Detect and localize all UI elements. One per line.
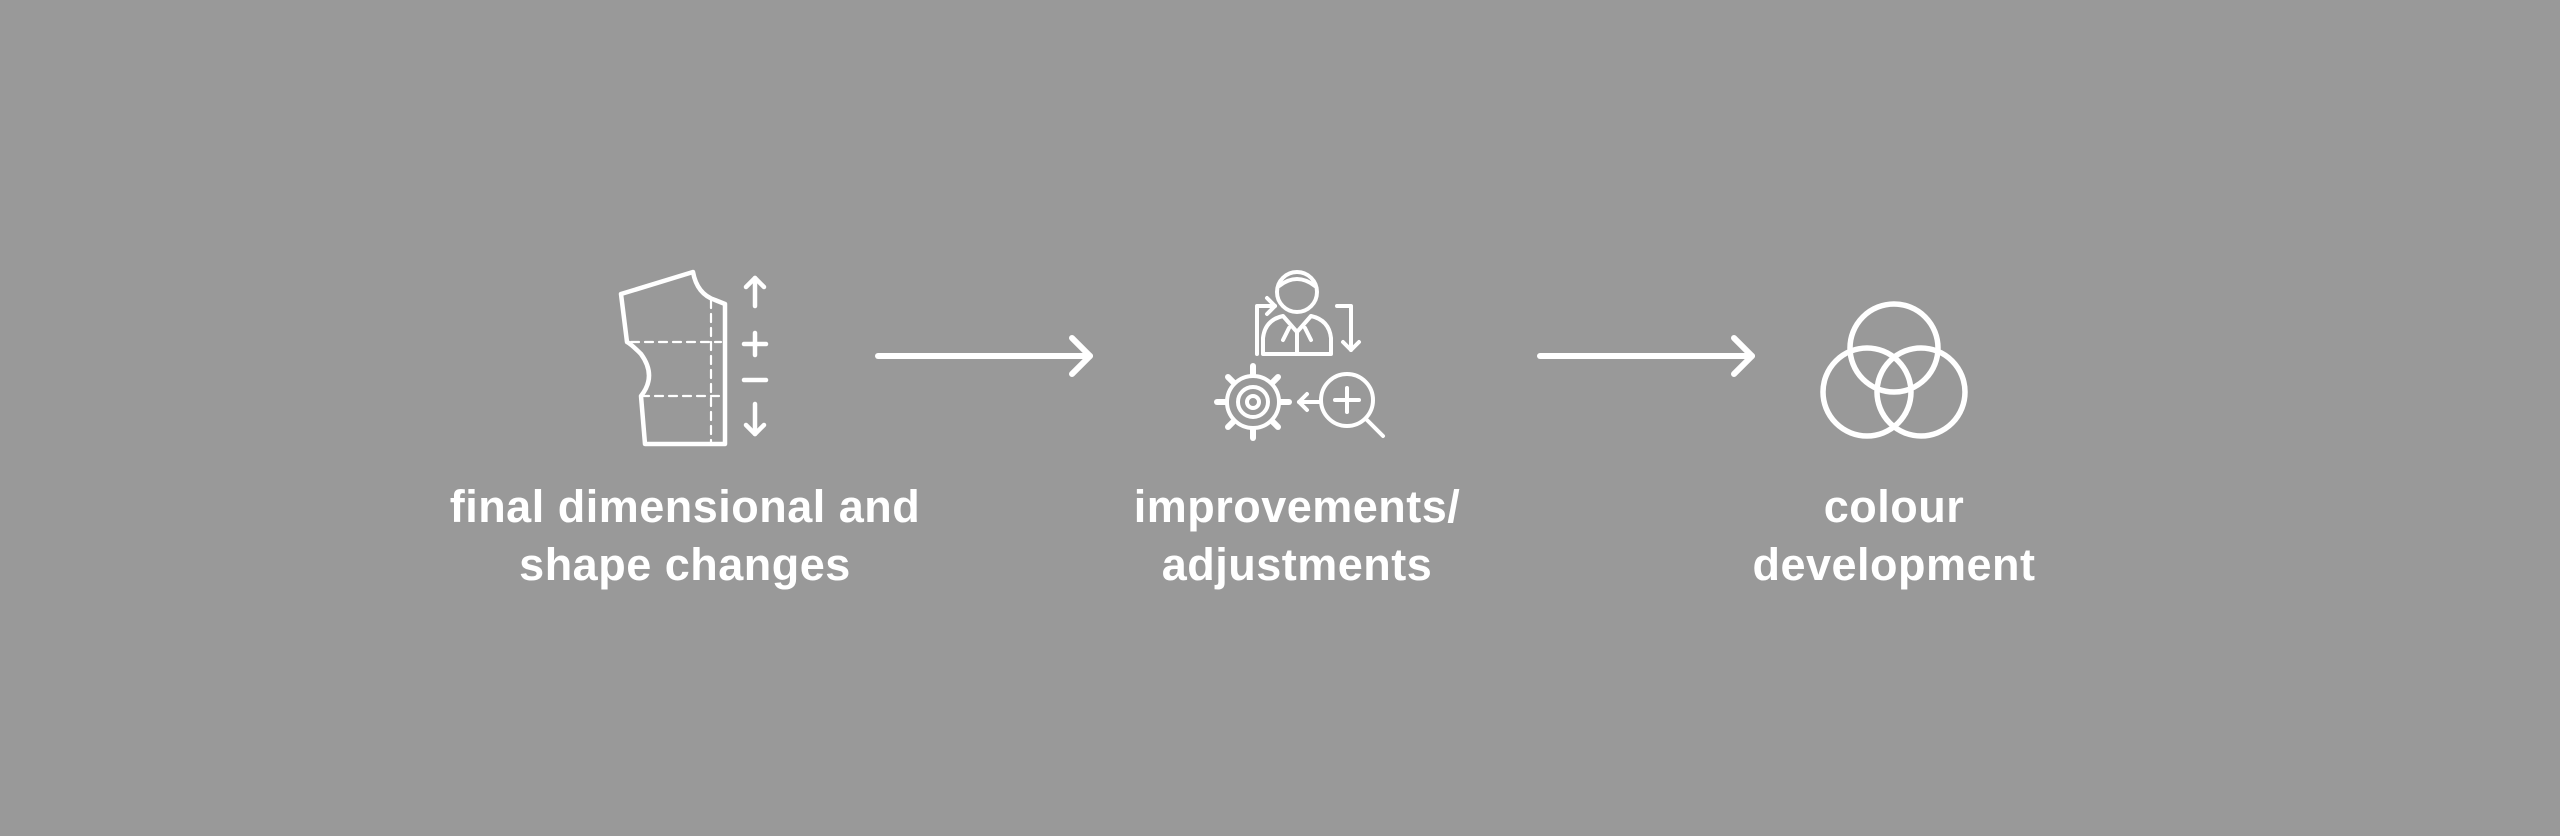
arrow-right-icon [875,335,1093,377]
garment-pattern-resize-icon [618,269,769,447]
step-label-line: development [1752,539,2036,590]
step-label-line: colour [1823,481,1965,532]
step-label-line: improvements/ [1133,481,1461,532]
person-gear-zoom-workflow-icon [1214,270,1385,441]
step-colour-development: colour development [1614,270,2174,610]
color-circles-icon [1820,301,1968,439]
step-label-line: shape changes [519,539,851,590]
step-label-line: final dimensional and [449,481,921,532]
arrow-right-icon [1537,335,1755,377]
step-label-line: adjustments [1161,539,1433,590]
step-final-dimensional-changes: final dimensional and shape changes [405,269,965,610]
step-label: colour development [1614,478,2174,594]
step-label: improvements/ adjustments [1017,478,1577,594]
step-improvements-adjustments: improvements/ adjustments [1017,270,1577,610]
step-label: final dimensional and shape changes [405,478,965,594]
